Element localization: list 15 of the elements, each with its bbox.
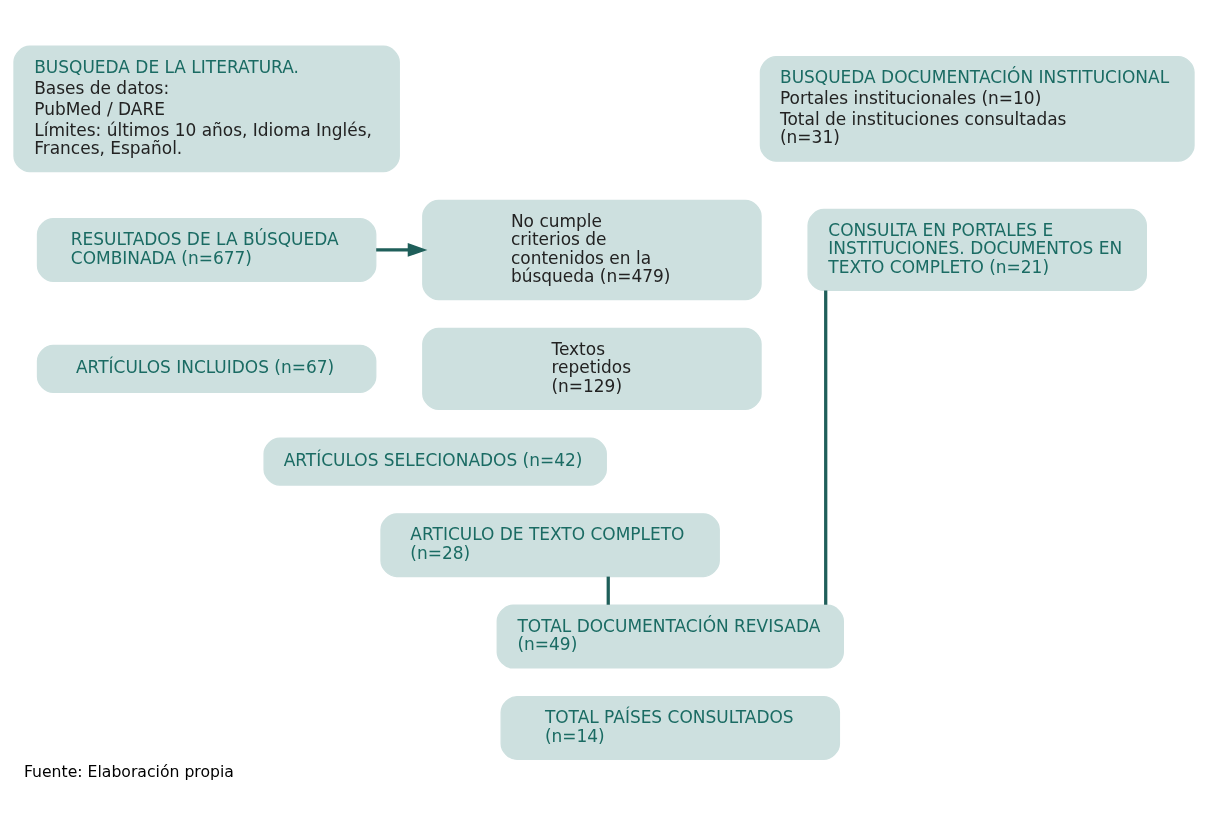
- node-box: Textos repetidos (n=129): [422, 327, 762, 410]
- node-box: ARTÍCULOS INCLUIDOS (n=67): [36, 344, 377, 393]
- node-box: TOTAL DOCUMENTACIÓN REVISADA (n=49): [496, 604, 844, 669]
- node-box: CONSULTA EN PORTALES E INSTITUCIONES. DOCUMENTOS EN TEXTO COMPLETO (n=21): [807, 208, 1147, 292]
- connector: [824, 290, 828, 605]
- node-box: ARTICULO DE TEXTO COMPLETO (n=28): [380, 513, 720, 578]
- caption: Fuente: Elaboración propia: [23, 762, 234, 782]
- node-box: No cumple criterios de contenidos en la búsqueda (n=479): [422, 199, 762, 301]
- node-box: TOTAL PAÍSES CONSULTADOS (n=14): [500, 696, 841, 760]
- node-box: ARTÍCULOS SELECIONADOS (n=42): [263, 437, 607, 486]
- connector: [606, 576, 610, 605]
- arrow: [376, 243, 428, 257]
- node-box: BUSQUEDA DE LA LITERATURA. Bases de datos: PubMed / DARE Límites: últimos 10 años, Idioma Inglés, Frances, Español.: [13, 45, 400, 173]
- node-box: BUSQUEDA DOCUMENTACIÓN INSTITUCIONAL Portales institucionales (n=10) Total de instituciones consultadas (n=31): [759, 56, 1195, 162]
- node-box: RESULTADOS DE LA BÚSQUEDA COMBINADA (n=677): [36, 217, 377, 282]
